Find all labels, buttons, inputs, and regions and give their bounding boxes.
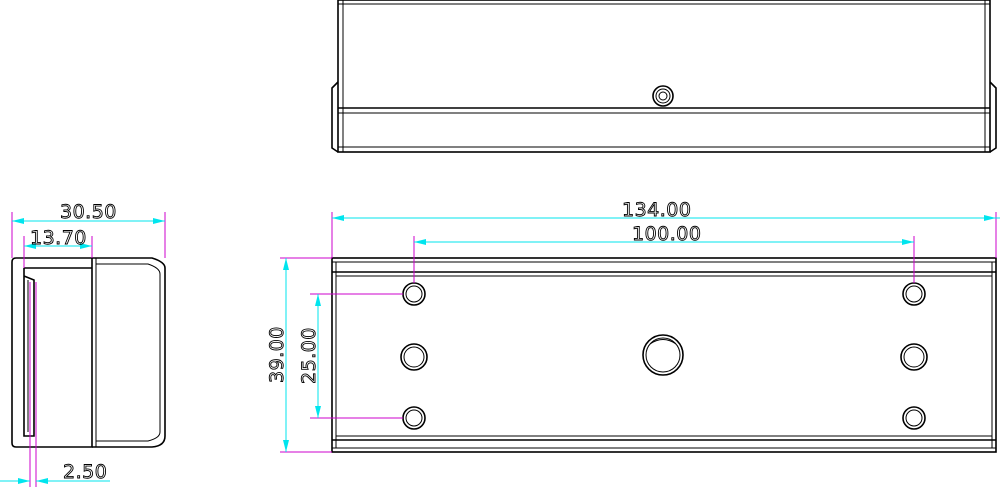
mounting-hole-middle-left — [400, 343, 428, 371]
dimension-label-hole-spacing: 100.00 — [632, 223, 701, 245]
dimension-label-inner-width: 13.70 — [30, 227, 87, 249]
top-view-body — [337, 0, 991, 153]
mounting-hole-top-right — [902, 282, 926, 306]
center-hole — [642, 334, 684, 376]
side-view-profile — [11, 257, 166, 448]
mounting-hole-bottom-right — [902, 406, 926, 430]
dimension-overall-width: 30.50 — [11, 201, 166, 258]
dimension-label-hole-vertical-spacing: 25.00 — [298, 327, 320, 384]
dimension-overall-height: 39.00 — [266, 257, 332, 453]
top-view-screw — [652, 85, 674, 107]
mounting-hole-top-left — [402, 282, 426, 306]
dimension-plate-thickness: 2.50 — [0, 436, 110, 487]
dimension-label-overall-length: 134.00 — [622, 199, 691, 221]
top-view-left-end-cap — [331, 81, 339, 153]
top-view-right-end-cap — [989, 81, 997, 153]
dimension-label-overall-width: 30.50 — [60, 201, 117, 223]
dimension-inner-width: 13.70 — [23, 227, 93, 268]
dimension-label-plate-thickness: 2.50 — [63, 461, 107, 483]
top-view — [331, 0, 997, 153]
front-view: 134.00 100.00 39.00 25.00 — [266, 199, 1000, 453]
front-view-body — [331, 257, 997, 453]
side-view-inner-plate — [29, 282, 37, 436]
mounting-hole-middle-right — [900, 343, 928, 371]
mounting-hole-bottom-left — [402, 406, 426, 430]
side-view: 30.50 13.70 2.50 — [0, 201, 166, 487]
dimension-overall-length: 134.00 — [331, 199, 1000, 258]
dimension-hole-vertical-spacing: 25.00 — [298, 293, 403, 419]
dimension-hole-spacing: 100.00 — [413, 223, 915, 283]
dimension-label-overall-height: 39.00 — [266, 326, 288, 383]
